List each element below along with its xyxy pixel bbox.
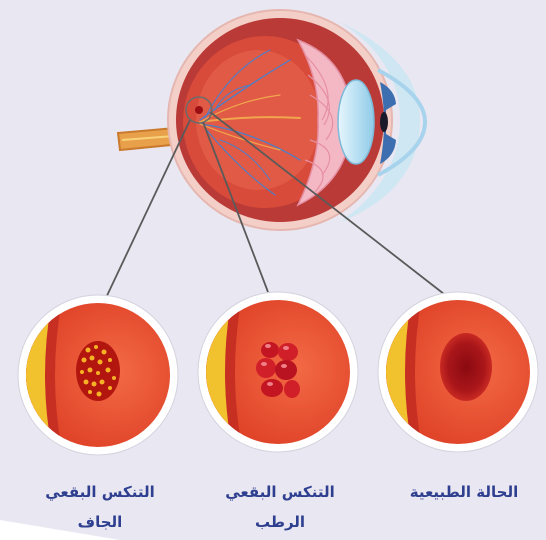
label-normal-line1: الحالة الطبيعية — [384, 480, 544, 504]
pupil — [380, 112, 388, 132]
lens — [338, 80, 374, 164]
macula-wet-hemorrhage — [256, 342, 300, 398]
label-wet: التنكس البقعي الرطب — [200, 480, 360, 534]
macula-normal — [440, 333, 492, 401]
label-dry-line1: التنكس البقعي — [20, 480, 180, 504]
label-wet-line1: التنكس البقعي — [200, 480, 360, 504]
label-wet-line2: الرطب — [200, 510, 360, 534]
label-dry-line2: الجاف — [20, 510, 180, 534]
label-normal: الحالة الطبيعية — [384, 480, 544, 504]
label-dry: التنكس البقعي الجاف — [20, 480, 180, 534]
